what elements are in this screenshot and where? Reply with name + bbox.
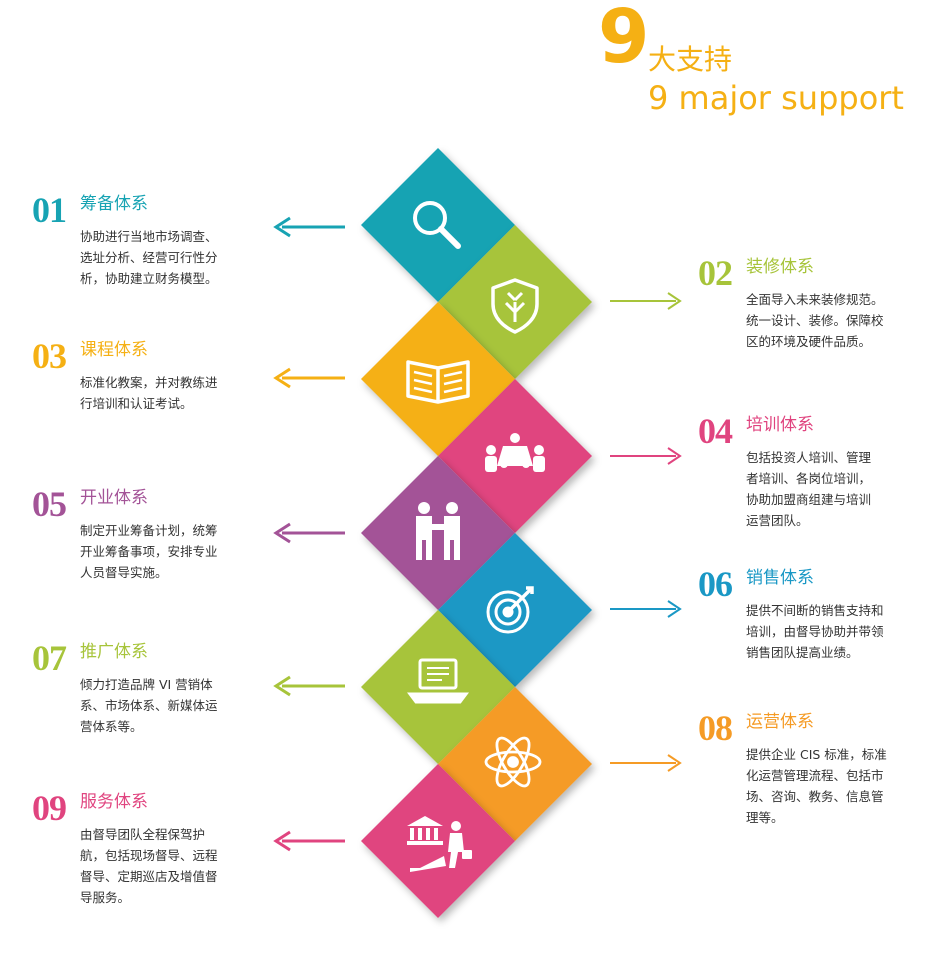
item-description: 制定开业筹备计划，统筹 开业筹备事项，安排专业 人员督导实施。 [80,523,218,580]
laptop-icon [407,658,469,704]
item-number: 04 [698,411,733,451]
item-description: 提供企业 CIS 标准，标准 化运营管理流程、包括市 场、咨询、教务、信息管 理… [746,747,887,825]
item-title: 培训体系 [746,415,814,435]
item-03: 03 课程体系 标准化教案，并对教练进 行培训和认证考试。 [32,338,292,428]
item-description: 由督导团队全程保驾护 航，包括现场督导、远程 督导、定期巡店及增值督 导服务。 [80,827,218,905]
item-number: 09 [32,788,67,828]
item-number: 03 [32,336,67,376]
arrow-08 [610,754,682,772]
businessman-icon [407,816,472,872]
item-description: 倾力打造品牌 VI 营销体 系、市场体系、新媒体运 营体系等。 [80,677,218,734]
item-08: 08 运营体系 提供企业 CIS 标准，标准 化运营管理流程、包括市 场、咨询、… [698,710,928,840]
item-number: 01 [32,190,67,230]
arrow-06 [610,600,682,618]
item-description: 提供不间断的销售支持和 培训，由督导协助并带领 销售团队提高业绩。 [746,603,884,660]
item-number: 07 [32,638,67,678]
arrow-07 [273,675,345,697]
search-icon [413,201,461,249]
item-title: 筹备体系 [80,194,148,214]
header-number: 9 [598,0,650,80]
item-01: 01 筹备体系 协助进行当地市场调查、 选址分析、经营可行性分 析，协助建立财务… [32,192,292,302]
item-title: 销售体系 [746,568,814,588]
item-title: 推广体系 [80,642,148,662]
item-04: 04 培训体系 包括投资人培训、管理 者培训、各岗位培训， 协助加盟商组建与培训… [698,413,928,543]
arrow-09 [273,830,345,852]
item-07: 07 推广体系 倾力打造品牌 VI 营销体 系、市场体系、新媒体运 营体系等。 [32,640,292,750]
item-09: 09 服务体系 由督导团队全程保驾护 航，包括现场督导、远程 督导、定期巡店及增… [32,790,292,920]
item-number: 06 [698,564,733,604]
item-title: 服务体系 [80,792,148,812]
handshake-icon [416,502,460,560]
item-05: 05 开业体系 制定开业筹备计划，统筹 开业筹备事项，安排专业 人员督导实施。 [32,486,292,596]
item-description: 全面导入未来装修规范。 统一设计、装修。保障校 区的环境及硬件品质。 [746,292,884,349]
item-title: 装修体系 [746,257,814,277]
item-title: 课程体系 [80,340,148,360]
book-icon [406,360,470,404]
arrow-01 [273,216,345,238]
item-06: 06 销售体系 提供不间断的销售支持和 培训，由督导协助并带领 销售团队提高业绩… [698,566,928,676]
item-title: 开业体系 [80,488,148,508]
target-icon [486,586,534,634]
atom-icon [484,736,542,788]
header-title-cn: 大支持 [648,43,733,76]
header: 9 大支持 9 major support [598,0,918,117]
item-number: 02 [698,253,733,293]
arrow-05 [273,522,345,544]
arrow-02 [610,292,682,310]
arrow-03 [273,367,345,389]
shield-icon [491,278,539,334]
item-description: 标准化教案，并对教练进 行培训和认证考试。 [80,375,218,411]
item-number: 08 [698,708,733,748]
item-title: 运营体系 [746,712,814,732]
item-description: 包括投资人培训、管理 者培训、各岗位培训， 协助加盟商组建与培训 运营团队。 [746,450,872,528]
item-02: 02 装修体系 全面导入未来装修规范。 统一设计、装修。保障校 区的环境及硬件品… [698,255,928,365]
meeting-icon [485,433,545,472]
item-number: 05 [32,484,67,524]
item-description: 协助进行当地市场调查、 选址分析、经营可行性分 析，协助建立财务模型。 [80,229,218,286]
header-title-en: 9 major support [648,79,904,117]
arrow-04 [610,447,682,465]
